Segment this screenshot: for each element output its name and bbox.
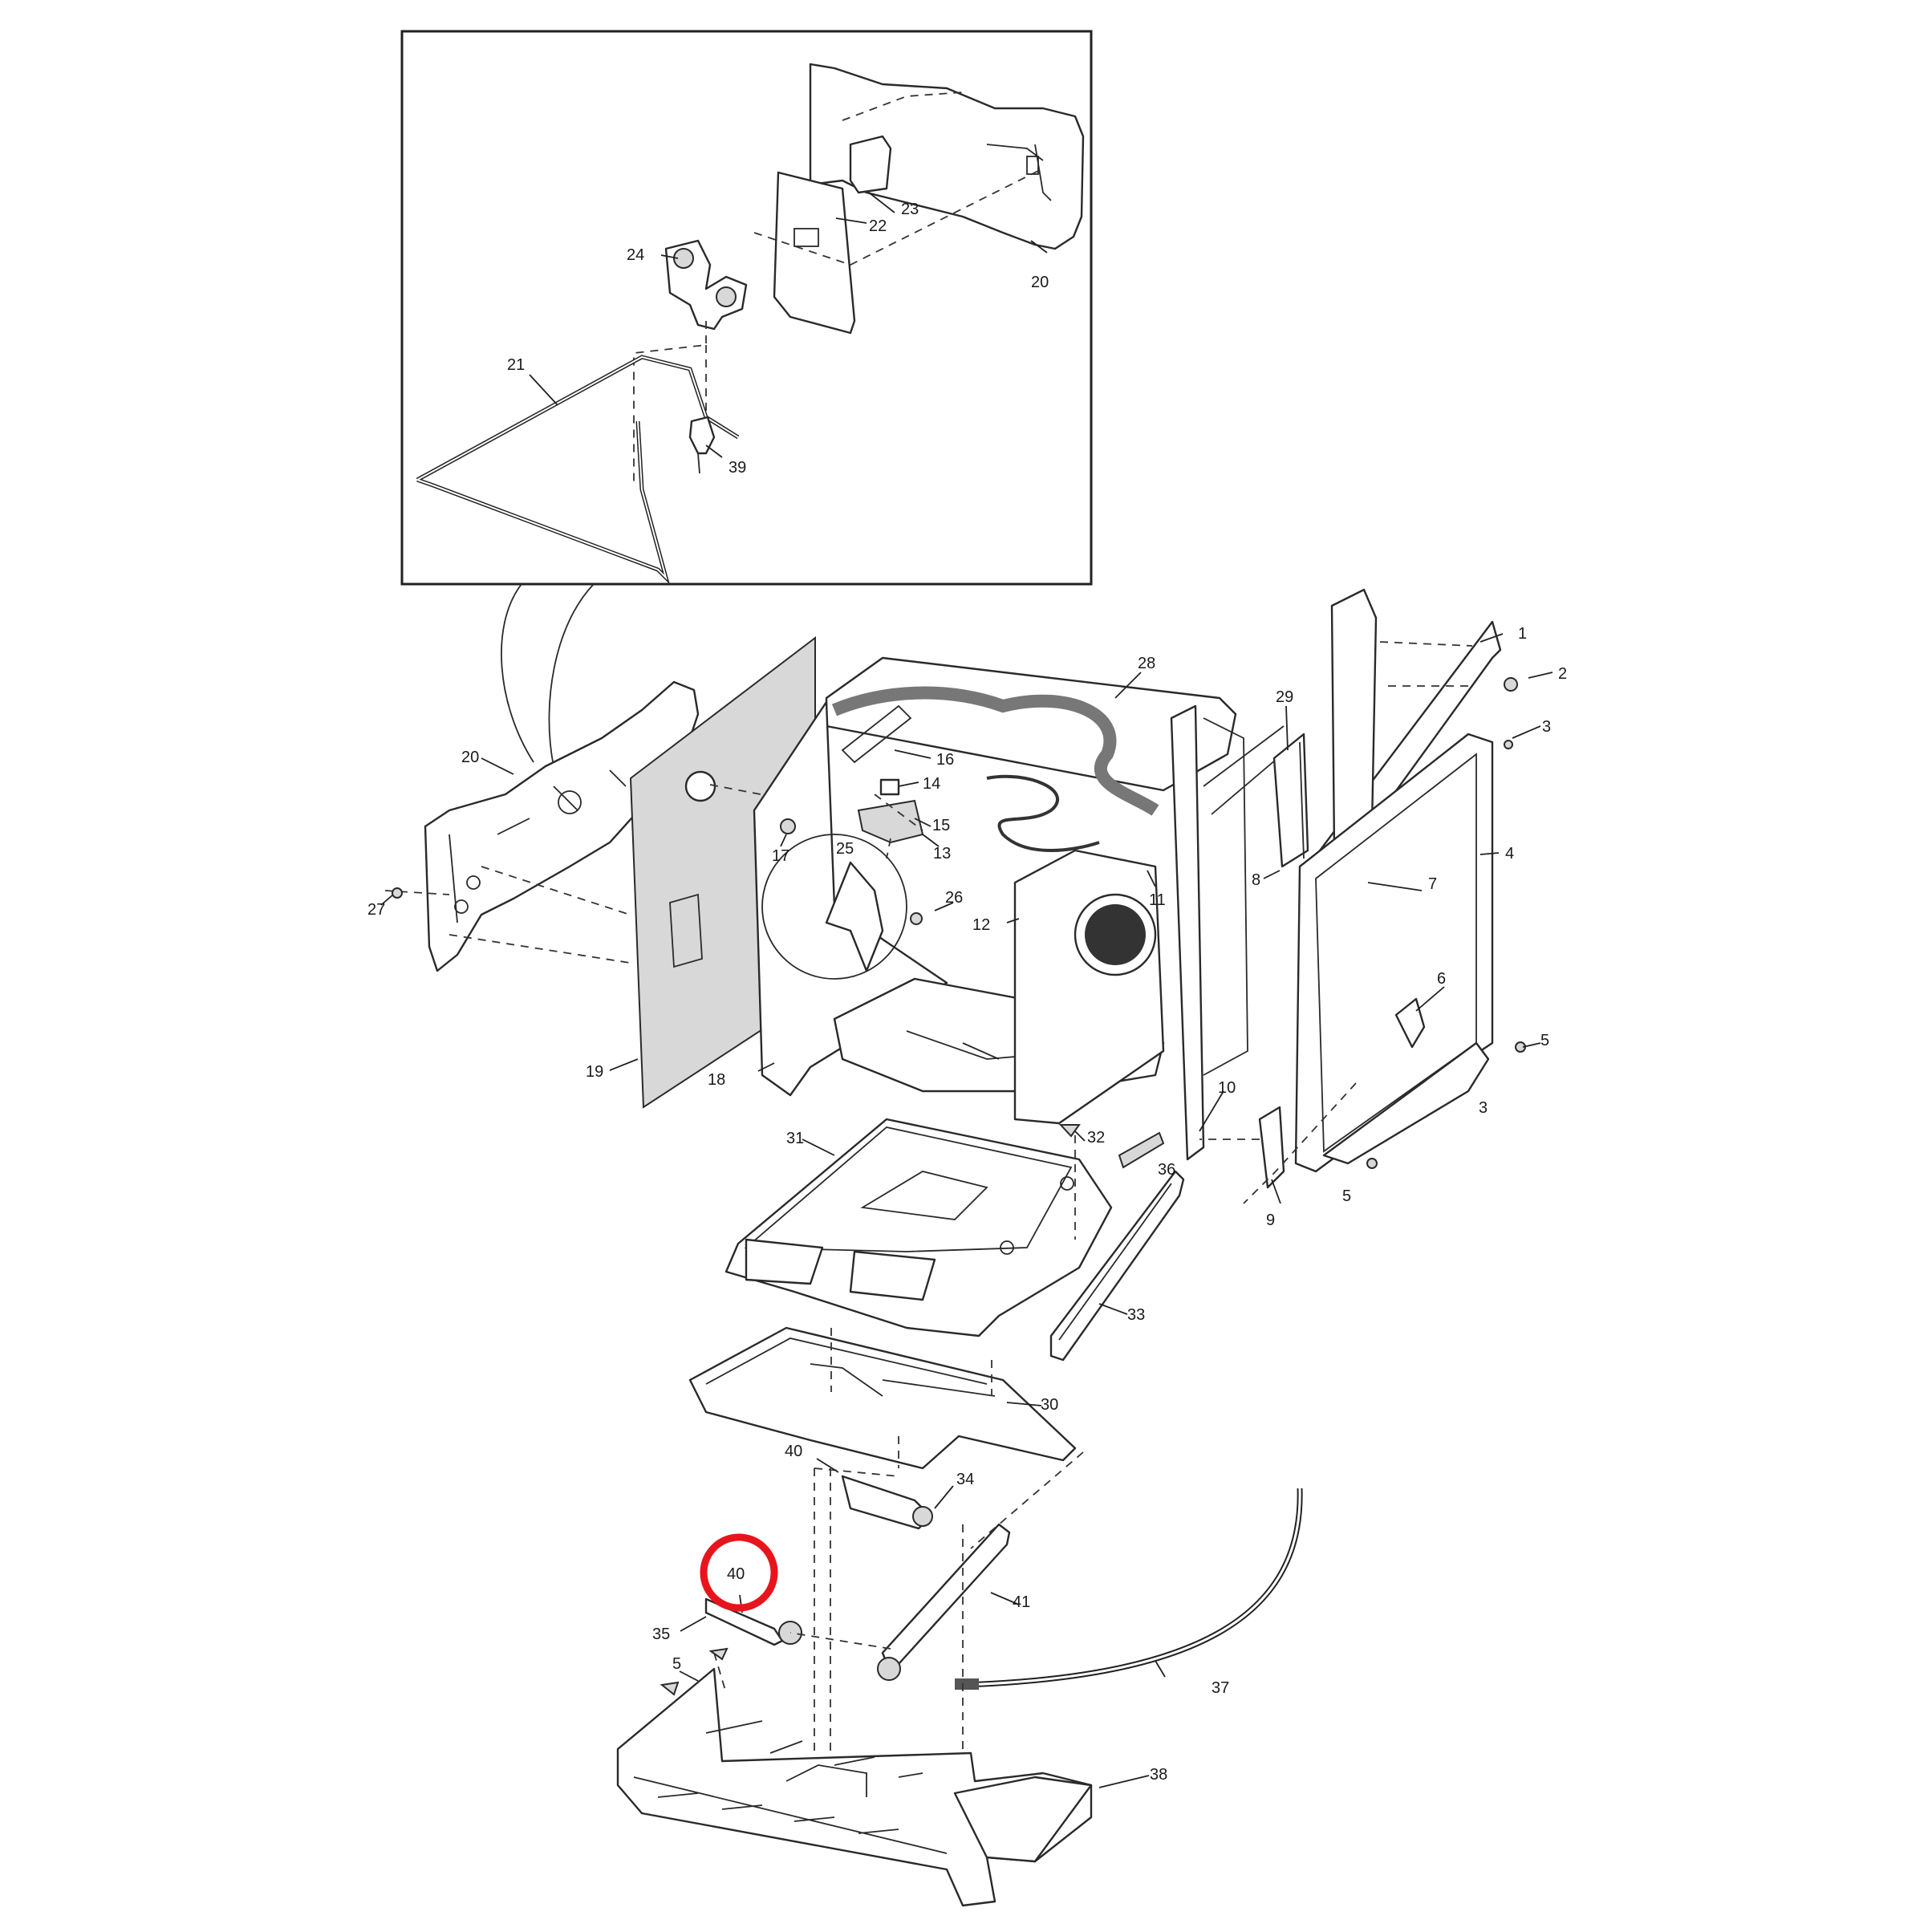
callout-25: 25 <box>836 840 854 858</box>
callout-40-upper: 40 <box>785 1443 802 1460</box>
inset-detail <box>400 30 1093 767</box>
callout-38: 38 <box>1150 1766 1167 1784</box>
leader-lines <box>380 633 1553 1788</box>
callout-17: 17 <box>772 847 789 865</box>
callout-labels: 23 22 24 20 21 39 1 2 28 29 3 20 16 14 1… <box>367 201 1567 1784</box>
callout-5-mid: 5 <box>1342 1187 1351 1205</box>
lower-components <box>616 1451 1303 1907</box>
plate-30 <box>688 1326 1077 1470</box>
callout-8: 8 <box>1252 871 1260 889</box>
callout-21: 21 <box>507 356 525 374</box>
door-assembly <box>392 588 1526 1204</box>
callout-4: 4 <box>1505 845 1514 862</box>
callout-20-inset: 20 <box>1031 274 1049 291</box>
callout-32: 32 <box>1087 1129 1105 1147</box>
callout-39: 39 <box>729 459 746 477</box>
base-tray-31 <box>724 1118 1185 1362</box>
callout-16: 16 <box>936 751 954 769</box>
callout-6: 6 <box>1437 970 1446 988</box>
inset-tail <box>501 583 595 767</box>
callout-22: 22 <box>869 217 887 235</box>
inset-rear-panel <box>809 63 1085 250</box>
callout-1: 1 <box>1518 625 1527 643</box>
callout-5-bottom: 5 <box>672 1655 681 1673</box>
callout-40-lower: 40 <box>727 1565 745 1583</box>
callout-2: 2 <box>1558 665 1567 683</box>
callout-33: 33 <box>1127 1306 1145 1324</box>
callout-36: 36 <box>1158 1161 1175 1179</box>
callout-27: 27 <box>367 901 385 919</box>
callout-5-right: 5 <box>1540 1032 1549 1049</box>
callout-3-bottom: 3 <box>1479 1099 1488 1117</box>
callout-37: 37 <box>1212 1679 1229 1697</box>
callout-9: 9 <box>1266 1212 1275 1229</box>
inset-part-23 <box>849 135 892 194</box>
callout-3-top: 3 <box>1542 718 1551 736</box>
callout-20-main: 20 <box>461 749 479 766</box>
callout-19: 19 <box>586 1063 603 1081</box>
callout-31: 31 <box>786 1130 804 1147</box>
callout-15: 15 <box>932 817 950 834</box>
callout-28: 28 <box>1138 655 1155 672</box>
callout-35: 35 <box>652 1626 670 1643</box>
callout-29: 29 <box>1276 688 1293 706</box>
highlight-circle <box>700 1533 778 1612</box>
callout-24: 24 <box>627 246 644 264</box>
callout-10: 10 <box>1218 1079 1236 1097</box>
inset-part-39 <box>688 416 716 455</box>
callout-30: 30 <box>1041 1396 1058 1414</box>
callout-12: 12 <box>972 916 990 934</box>
callout-26: 26 <box>945 889 963 907</box>
oven-cavity <box>753 656 1248 1161</box>
callout-41: 41 <box>1013 1593 1030 1611</box>
callout-23: 23 <box>901 201 919 218</box>
callout-14: 14 <box>923 775 940 793</box>
callout-11: 11 <box>1149 891 1166 909</box>
callout-34: 34 <box>956 1471 974 1488</box>
callout-7: 7 <box>1428 875 1437 893</box>
callout-13: 13 <box>933 845 951 862</box>
callout-18: 18 <box>708 1071 725 1089</box>
